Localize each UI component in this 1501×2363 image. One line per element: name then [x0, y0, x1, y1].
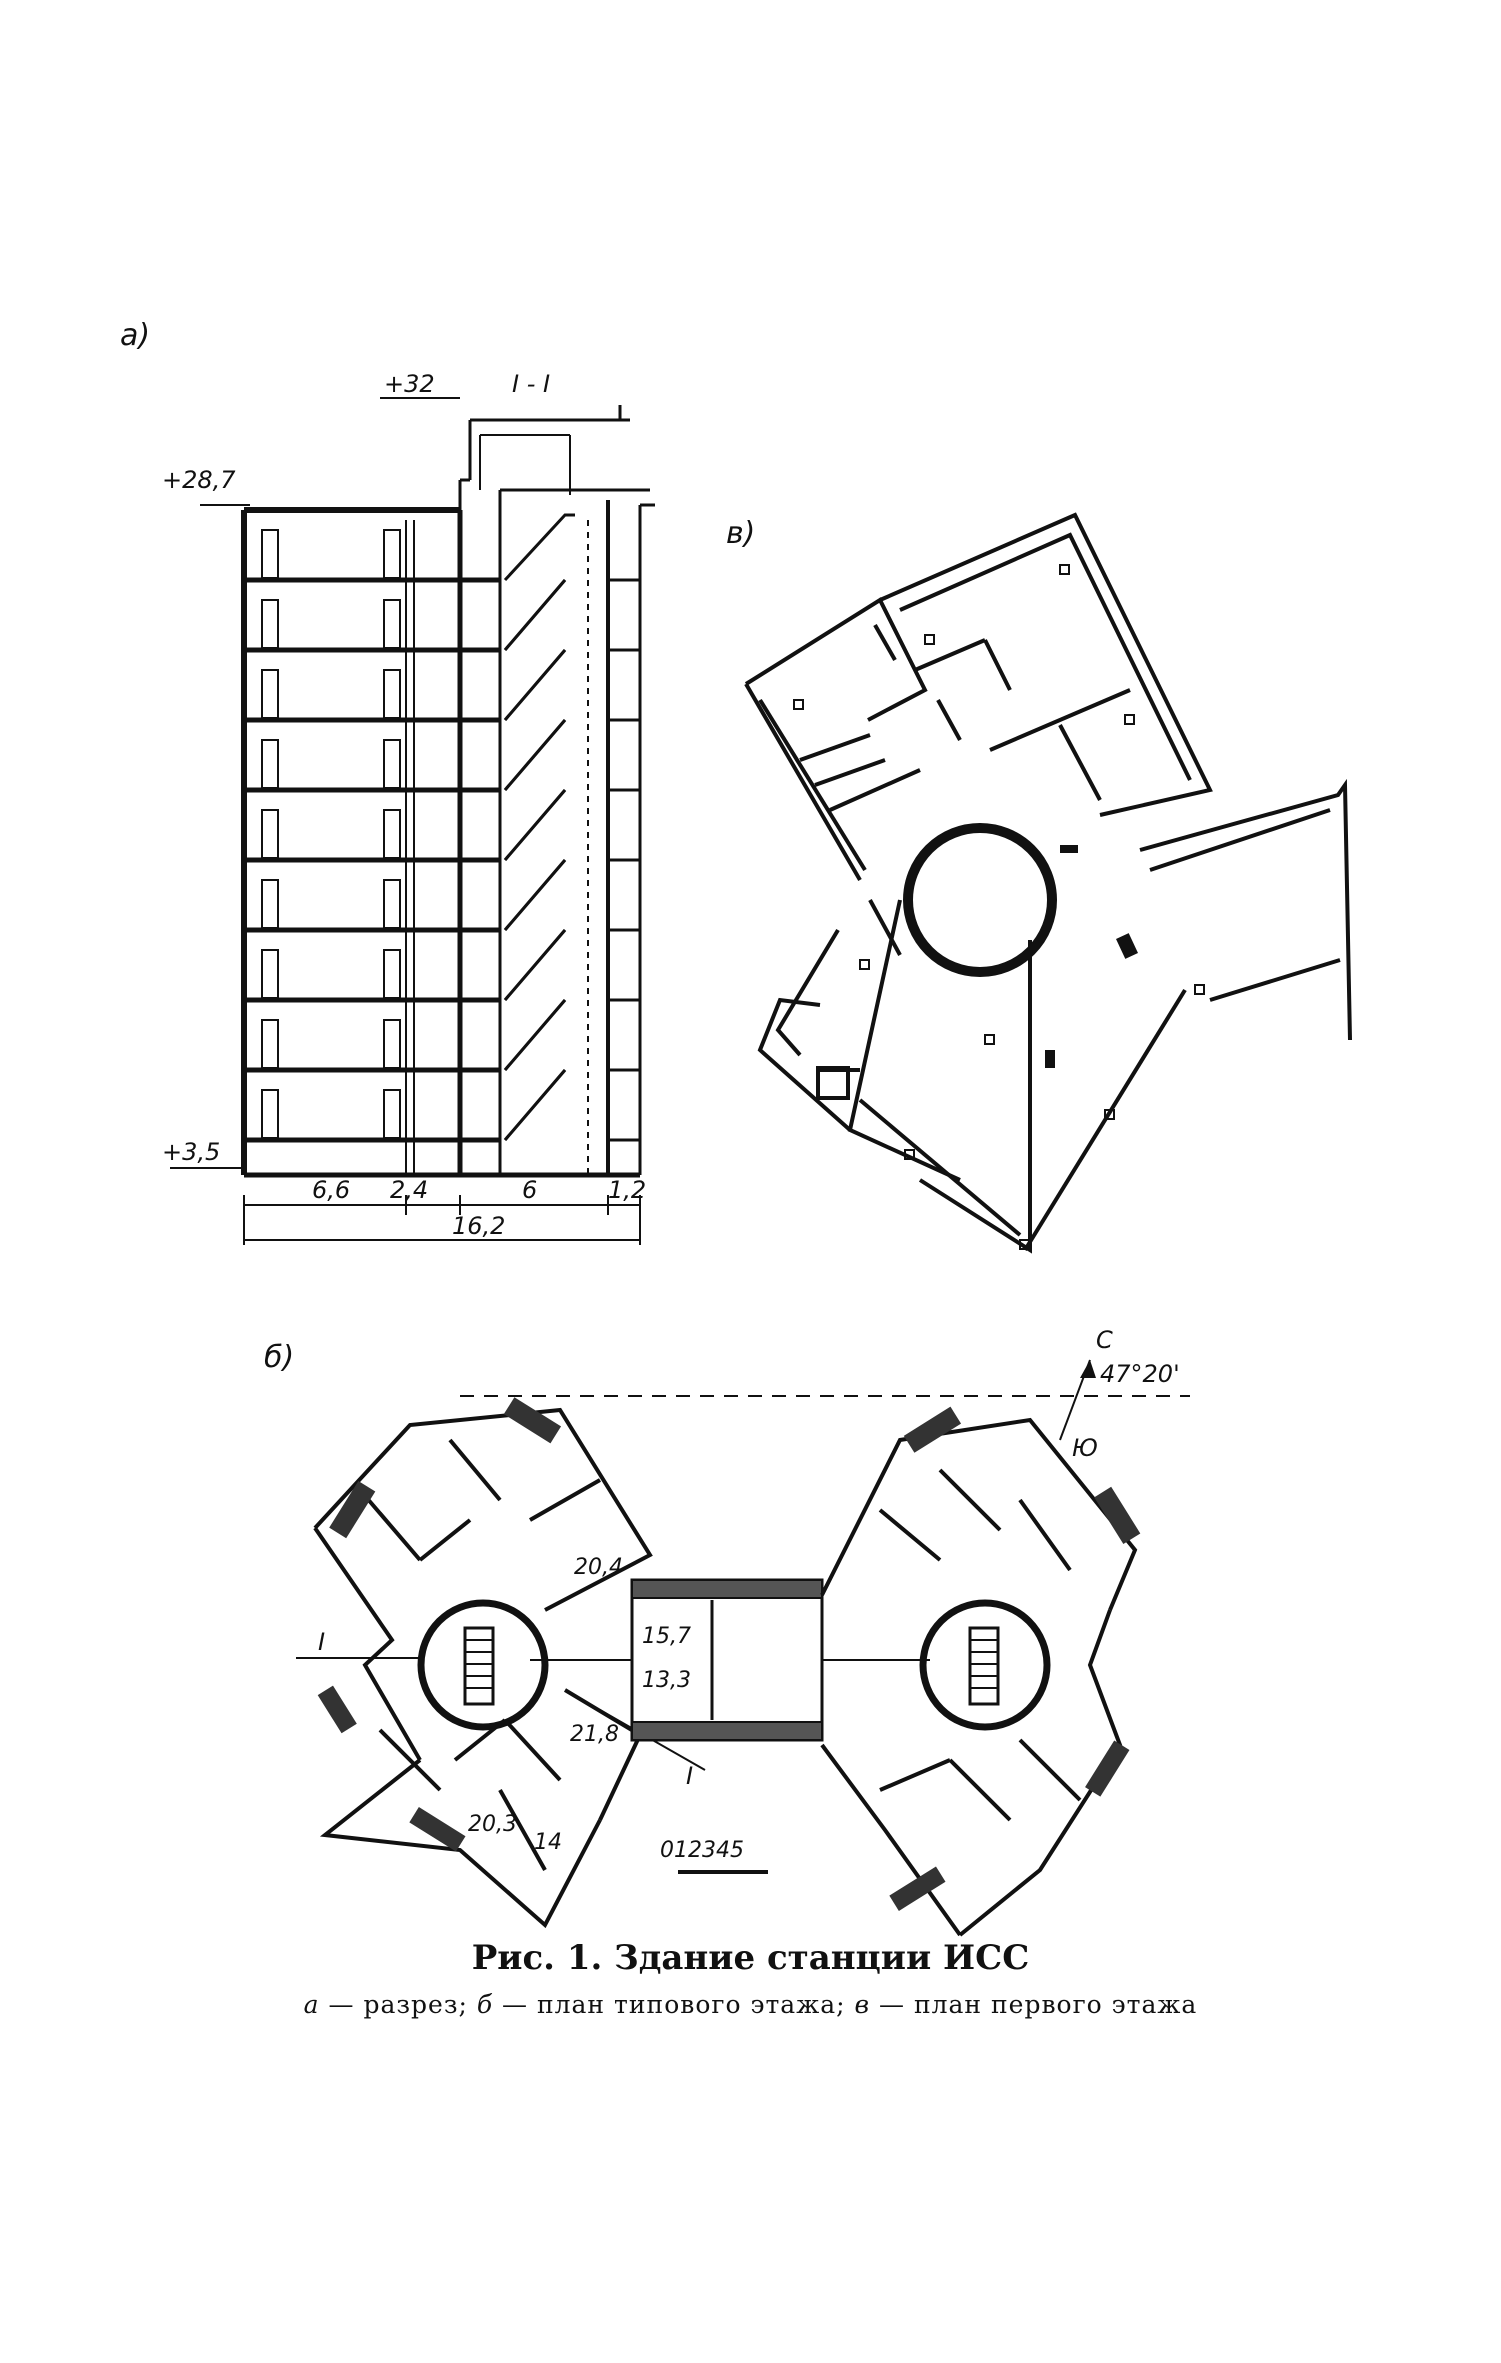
- north-label: С: [1096, 1326, 1113, 1354]
- elevation-roof: +28,7: [162, 466, 236, 494]
- legend-text-a: — разрез;: [319, 1990, 477, 2019]
- orientation-angle: 47°20': [1100, 1360, 1180, 1388]
- area-label: 20,4: [574, 1555, 623, 1580]
- section-mark-left: I: [318, 1628, 326, 1656]
- dimension-2-4: 2,4: [390, 1176, 429, 1204]
- area-label: 13,3: [642, 1668, 691, 1693]
- section-mark-right: I: [686, 1762, 694, 1790]
- panel-a-label: а): [120, 318, 151, 353]
- legend-letter-a: а: [303, 1990, 320, 2019]
- area-label: 14: [534, 1830, 562, 1855]
- area-label: 21,8: [570, 1722, 619, 1747]
- legend-text-c: — план первого этажа: [870, 1990, 1198, 2019]
- figure-legend: а — разрез; б — план типового этажа; в —…: [0, 1990, 1501, 2019]
- elevation-top: +32: [384, 370, 435, 398]
- elevation-bottom: +3,5: [162, 1138, 221, 1166]
- legend-text-b: — план типового этажа;: [493, 1990, 855, 2019]
- dimension-6: 6: [522, 1176, 538, 1204]
- scale-bar-label: 012345: [660, 1838, 744, 1863]
- panel-b-label: б): [264, 1340, 295, 1375]
- area-label: 15,7: [642, 1624, 691, 1649]
- section-label: I - I: [512, 370, 551, 398]
- area-label: 20,3: [468, 1812, 517, 1837]
- legend-letter-b: б: [476, 1990, 494, 2019]
- figure-title: Рис. 1. Здание станции ИСС: [471, 1938, 1030, 1978]
- panel-c-label: в): [726, 516, 756, 551]
- legend-letter-c: в: [854, 1990, 871, 2019]
- dimension-16-2: 16,2: [452, 1212, 506, 1240]
- dimension-6-6: 6,6: [312, 1176, 351, 1204]
- south-label: Ю: [1072, 1434, 1098, 1462]
